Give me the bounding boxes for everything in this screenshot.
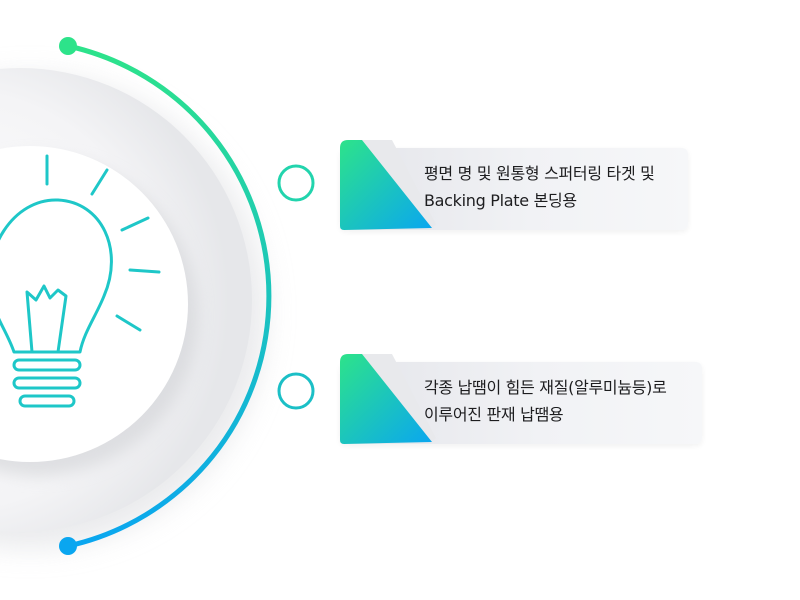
- timeline-node-1: [277, 164, 315, 202]
- feature-card-1: 평면 명 및 원통형 스퍼터링 타겟 및 Backing Plate 본딩용: [340, 140, 688, 230]
- card-text: 평면 명 및 원통형 스퍼터링 타겟 및 Backing Plate 본딩용: [424, 160, 655, 214]
- arc-end-dot: [59, 537, 77, 555]
- lightbulb-icon: [0, 154, 161, 408]
- card-line-1: 평면 명 및 원통형 스퍼터링 타겟 및: [424, 164, 655, 183]
- card-accent: [340, 354, 436, 444]
- card-accent: [340, 140, 436, 230]
- card-text: 각종 납땜이 힘든 재질(알루미늄등)로 이루어진 판재 납땜용: [424, 374, 667, 428]
- card-line-1: 각종 납땜이 힘든 재질(알루미늄등)로: [424, 378, 667, 397]
- arc-start-dot: [59, 37, 77, 55]
- timeline-node-2: [277, 372, 315, 410]
- timeline-arc: [65, 43, 272, 549]
- feature-card-2: 각종 납땜이 힘든 재질(알루미늄등)로 이루어진 판재 납땜용: [340, 354, 702, 444]
- card-line-2: Backing Plate 본딩용: [424, 191, 577, 210]
- card-line-2: 이루어진 판재 납땜용: [424, 405, 564, 424]
